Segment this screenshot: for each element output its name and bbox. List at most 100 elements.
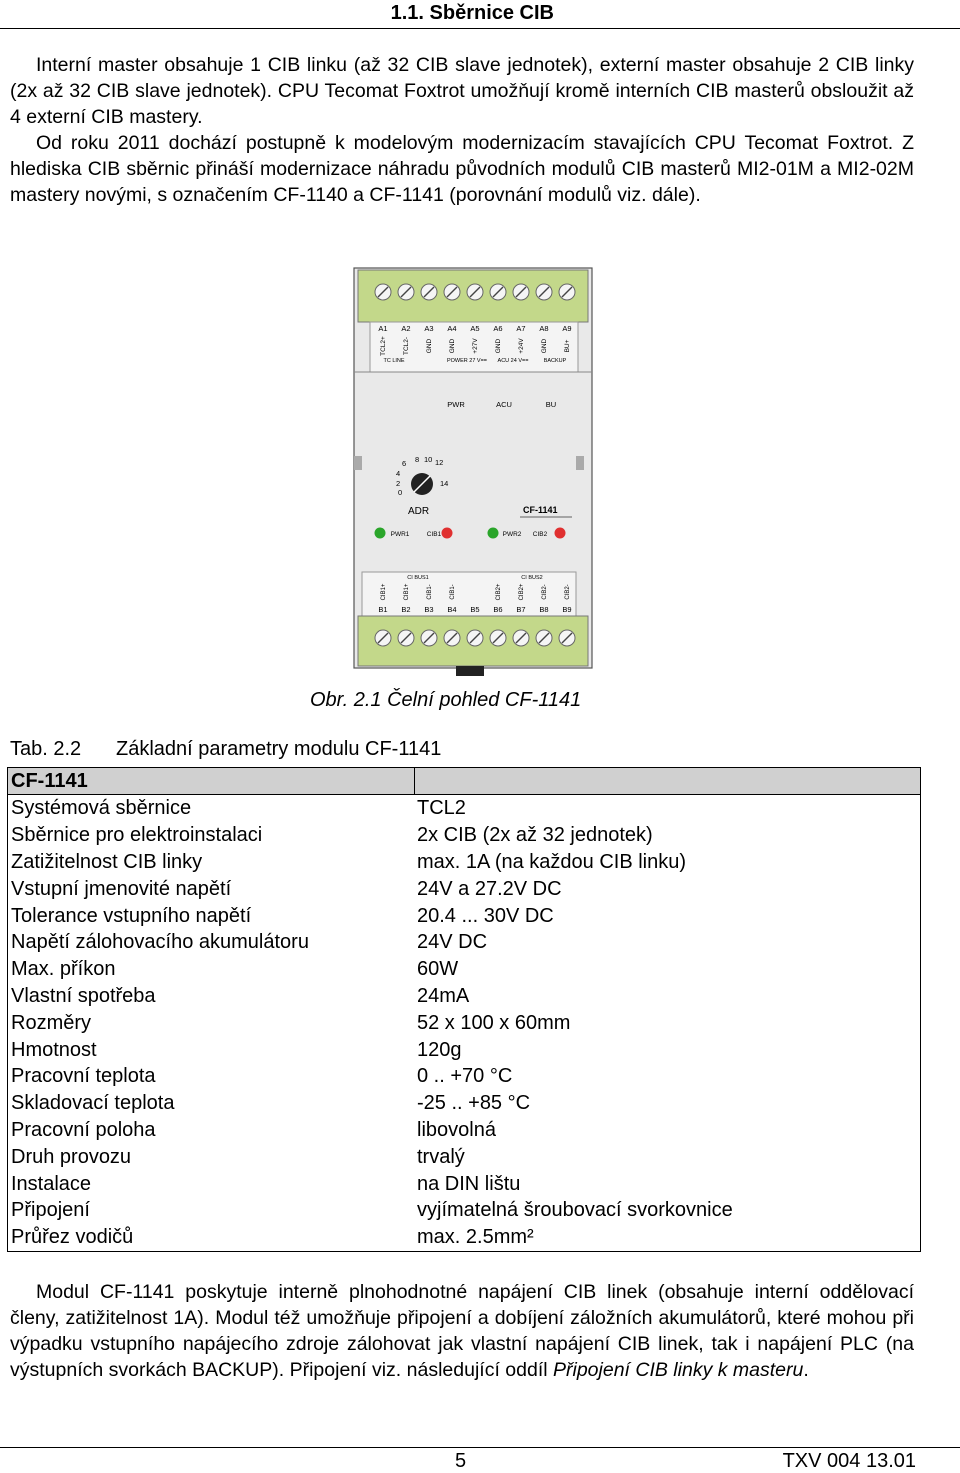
bottom-led-label: CIB1 [427, 531, 442, 538]
terminal-id: A6 [493, 324, 502, 333]
terminal-id: B5 [470, 605, 479, 614]
terminal-label: CIB1- [427, 584, 433, 599]
status-led-label: PWR [447, 400, 465, 409]
param-value: trvalý [417, 1145, 465, 1168]
param-value: -25 .. +85 °C [417, 1092, 531, 1115]
dial-mark: 14 [440, 479, 448, 488]
page-number: 5 [455, 1450, 467, 1472]
terminal-id: A5 [470, 324, 479, 333]
document-code: TXV 004 13.01 [782, 1450, 916, 1472]
din-clip[interactable] [456, 666, 484, 676]
param-name: Pracovní poloha [11, 1118, 156, 1141]
terminal-label: CIB1+ [381, 583, 387, 600]
terminal-label: CIB2+ [519, 583, 525, 600]
dial-mark: 12 [435, 458, 443, 467]
param-value: max. 2.5mm² [417, 1226, 534, 1249]
header-rule [0, 28, 960, 29]
module-front-view: A1TCL2+A2TCL2-A3GNDA4GNDA5+27VA6GNDA7+24… [353, 267, 593, 676]
terminal-label: BU+ [564, 339, 571, 352]
table-row: Průřez vodičů max. 2.5mm² [8, 1224, 921, 1251]
intro-paragraph-2: Od roku 2011 dochází postupně k modelový… [10, 132, 914, 206]
dial-mark: 6 [402, 459, 406, 468]
param-value: 0 .. +70 °C [417, 1065, 513, 1088]
param-name: Vstupní jmenovité napětí [11, 877, 232, 900]
terminal-label: CIB1+ [404, 583, 410, 600]
param-value: 120g [417, 1038, 462, 1061]
terminal-id: B8 [539, 605, 548, 614]
terminal-label: TCL2+ [380, 336, 387, 356]
terminal-id: B6 [493, 605, 502, 614]
table-row: Vstupní jmenovité napětí 24V a 27.2V DC [8, 875, 921, 902]
terminal-label: TCL2- [403, 337, 410, 355]
address-dial[interactable] [411, 473, 433, 495]
table-caption: Tab. 2.2 Základní parametry modulu CF-114… [10, 738, 441, 761]
param-value: vyjímatelná šroubovací svorkovnice [417, 1199, 733, 1222]
param-name: Pracovní teplota [11, 1065, 156, 1088]
model-label: CF-1141 [523, 505, 558, 515]
param-value: 52 x 100 x 60mm [417, 1011, 571, 1034]
bottom-led-label: PWR2 [503, 531, 522, 538]
bottom-led [487, 527, 499, 539]
terminal-id: B3 [424, 605, 433, 614]
table-row: Zatižitelnost CIB linky max. 1A (na každo… [8, 849, 921, 876]
param-value: 24V a 27.2V DC [417, 877, 562, 900]
table-row: Pracovní teplota 0 .. +70 °C [8, 1063, 921, 1090]
terminal-label: GND [426, 338, 433, 353]
table-row: Sběrnice pro elektroinstalaci 2x CIB (2x … [8, 822, 921, 849]
figure-caption: Obr. 2.1 Čelní pohled CF-1141 [310, 689, 582, 711]
dial-mark: 2 [396, 479, 400, 488]
terminal-id: A2 [401, 324, 410, 333]
terminal-label: GND [495, 338, 502, 353]
param-name: Druh provozu [11, 1145, 132, 1168]
dial-mark: 4 [396, 469, 400, 478]
bottom-led-label: PWR1 [391, 531, 410, 538]
terminal-id: A7 [516, 324, 525, 333]
dial-mark: 10 [424, 455, 432, 464]
param-name: Připojení [11, 1199, 90, 1222]
table-row: Pracovní poloha libovolná [8, 1117, 921, 1144]
outro-reference: Připojení CIB linky k masteru [553, 1359, 804, 1381]
terminal-group-label: POWER 27 V== [447, 358, 487, 364]
param-name: Zatižitelnost CIB linky [11, 850, 203, 873]
param-value: 24V DC [417, 931, 488, 954]
param-name: Max. příkon [11, 958, 116, 981]
bus-group-label: CI BUS1 [407, 575, 428, 581]
top-label-strip [369, 321, 579, 373]
table-header-empty [413, 767, 921, 795]
terminal-id: B7 [516, 605, 525, 614]
terminal-id: B4 [447, 605, 456, 614]
bottom-label-strip [361, 571, 577, 617]
param-value: libovolná [417, 1118, 496, 1141]
param-value: TCL2 [417, 797, 466, 820]
table-row: Druh provozu trvalý [8, 1143, 921, 1170]
terminal-group-label: TC LINE [383, 358, 404, 364]
table-header-row: CF-1141 [7, 767, 921, 795]
param-name: Hmotnost [11, 1038, 97, 1061]
table-caption-label: Tab. 2.2 [10, 738, 82, 760]
param-name: Průřez vodičů [11, 1226, 134, 1249]
terminal-id: A3 [424, 324, 433, 333]
table-caption-text: Základní parametry modulu CF-1141 [116, 738, 442, 760]
bottom-led [441, 527, 453, 539]
terminal-id: A8 [539, 324, 548, 333]
status-led-label: ACU [496, 400, 512, 409]
dial-mark: 0 [398, 488, 402, 497]
terminal-label: CIB2- [542, 584, 548, 599]
param-value: max. 1A (na každou CIB linku) [417, 850, 687, 873]
param-value: 2x CIB (2x až 32 jednotek) [417, 824, 653, 847]
param-name: Instalace [11, 1172, 92, 1195]
terminal-label: CIB1- [450, 584, 456, 599]
outro-text: Modul CF-1141 poskytuje interně plnohodn… [10, 1279, 914, 1383]
table-header: CF-1141 [7, 767, 414, 795]
dial-label: ADR [408, 506, 429, 517]
outro-end: . [803, 1359, 809, 1381]
param-name: Sběrnice pro elektroinstalaci [11, 824, 263, 847]
terminal-label: CIB2+ [496, 583, 502, 600]
terminal-group-label: BACKUP [544, 358, 567, 364]
section-title: 1.1. Sběrnice CIB [390, 2, 554, 24]
dial-mark: 8 [415, 455, 419, 464]
terminal-label: +24V [518, 338, 525, 354]
